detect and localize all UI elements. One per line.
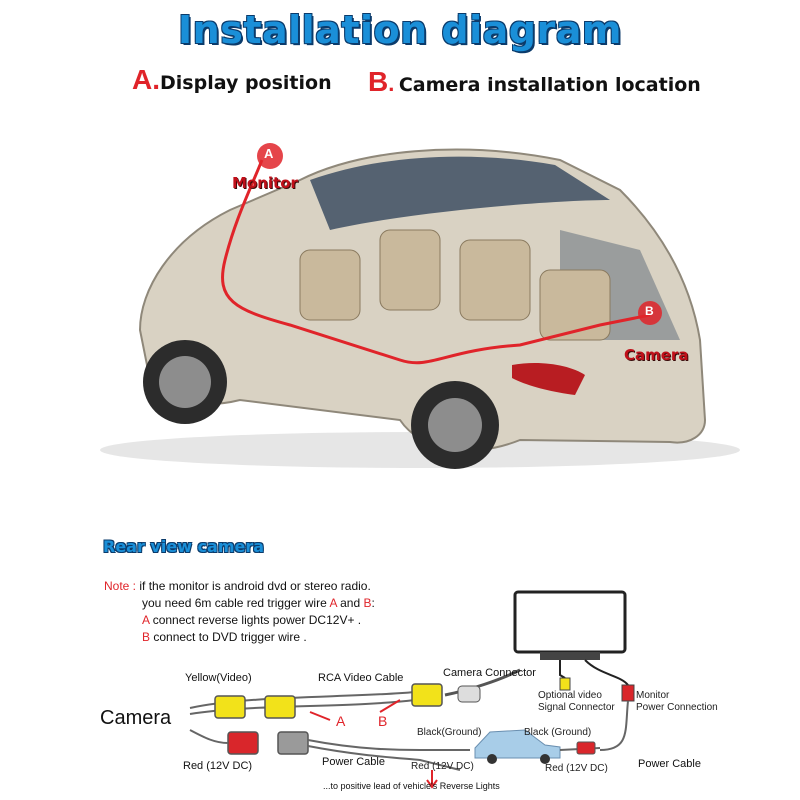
camera-connector [457,685,481,703]
optional-video-connector [559,677,571,691]
gray-connector [277,731,309,755]
note-line3-letter: A [142,613,150,627]
red-connector [227,731,259,755]
cable-route [221,159,651,365]
red-connector [576,741,596,755]
rca-cable-label: RCA Video Cable [318,672,404,684]
car-roof-glass [310,156,610,230]
car-illustration [100,143,740,469]
legend-b-text: Camera installation location [398,74,701,96]
camera-marker [638,301,662,325]
optional-video-label-2: Signal Connector [538,702,615,713]
note-line3: connect reverse lights power DC12V+ . [152,613,362,627]
car-seat [539,269,611,341]
yellow-connector [264,695,296,719]
legend-display-position: A.Display position [132,64,332,96]
car-seat [379,229,441,311]
legend-camera-location: B. Camera installation location [368,66,701,98]
monitor-icon [513,590,627,654]
red-12v-left-label: Red (12V DC) [183,760,253,772]
red-12v-mid-label: Red (12V DC) [411,761,474,772]
power-cable-left-label: Power Cable [322,756,385,768]
front-wheel-rim [159,356,211,408]
wiring-diagram [189,590,635,789]
note-line2-and: and [340,596,361,610]
rear-wheel-rim [428,398,482,452]
wire-a-label: A [336,713,346,729]
reverse-lights-label: ...to positive lead of vehicle's Reverse… [323,781,500,791]
legend-a-letter: A. [132,64,160,95]
note-line2-a: A [329,596,337,610]
legend-b-dot: . [388,71,395,96]
monitor-label: Monitor [232,174,298,192]
monitor-power-label-2: Power Connection [636,702,718,713]
monitor-power-label: Monitor [636,690,670,701]
section-title: Rear view camera [103,537,265,556]
page-title: Installation diagram [178,8,622,52]
legend-a-text: Display position [160,72,332,94]
monitor-stand [540,652,600,660]
camera-connector-label: Camera Connector [443,667,536,679]
yellow-connector [411,683,443,707]
legend-b-letter: B [368,66,389,97]
car-seat [459,239,531,321]
red-12v-right-label: Red (12V DC) [545,763,608,774]
black-ground-label-2: Black (Ground) [524,727,592,738]
car-tail-light [512,363,585,395]
yellow-video-label: Yellow(Video) [185,672,252,684]
yellow-connector [214,695,246,719]
note-block: Note : if the monitor is android dvd or … [104,578,404,646]
camera-label: Camera [624,346,689,364]
power-cable-right-label: Power Cable [638,758,701,770]
note-line2: you need 6m cable red trigger wire [142,596,327,610]
monitor-power-connector [621,684,635,702]
note-line2-b: B [363,596,372,610]
note-line2-colon: : [371,596,375,610]
note-line4-letter: B [142,630,151,644]
camera-marker-label: B [645,304,654,318]
monitor-marker [257,143,283,169]
optional-video-label: Optional video [538,690,602,701]
car-seat [299,249,361,321]
note-line1: if the monitor is android dvd or stereo … [139,579,371,593]
camera-text: Camera [100,707,172,729]
monitor-marker-label: A [264,146,274,161]
black-ground-label-1: Black(Ground) [417,727,482,738]
wire-b-label: B [378,713,388,729]
note-prefix: Note : [104,579,137,593]
note-line4: connect to DVD trigger wire . [153,630,307,644]
